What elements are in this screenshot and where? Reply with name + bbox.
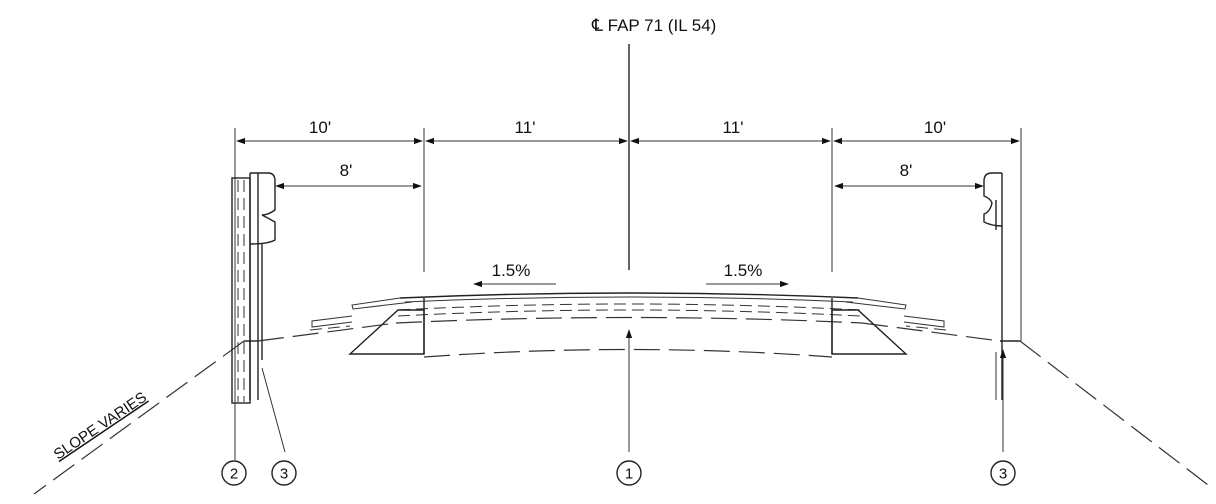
callout-3-left: 3 [271,460,297,486]
ground-profile [33,322,1213,495]
dim-left-shoulder: 10' [309,118,331,137]
dim-right-paved-shoulder: 8' [900,161,913,180]
pavement-section [309,292,947,358]
dim-right-lane: 11' [723,118,744,137]
callout-3-right-label: 3 [999,466,1007,483]
slope-varies-note: SLOPE VARIES [51,389,150,464]
dim-left-lane: 11' [515,118,536,137]
callout-2: 2 [221,460,247,486]
slope-right-label: 1.5% [724,261,763,280]
dim-left-paved-shoulder: 8' [340,161,353,180]
callout-3-left-label: 3 [280,466,288,483]
callout-3-right: 3 [990,460,1016,486]
callout-1-label: 1 [625,466,633,483]
centerline-label: ℄ FAP 71 (IL 54) [591,16,716,35]
left-guardrail [231,172,276,404]
callout-1: 1 [616,460,642,486]
callout-2-label: 2 [230,466,238,483]
callout-leaders [234,329,1007,453]
right-guardrail [983,172,1003,400]
slope-left-label: 1.5% [492,261,531,280]
dim-right-shoulder: 10' [924,118,946,137]
